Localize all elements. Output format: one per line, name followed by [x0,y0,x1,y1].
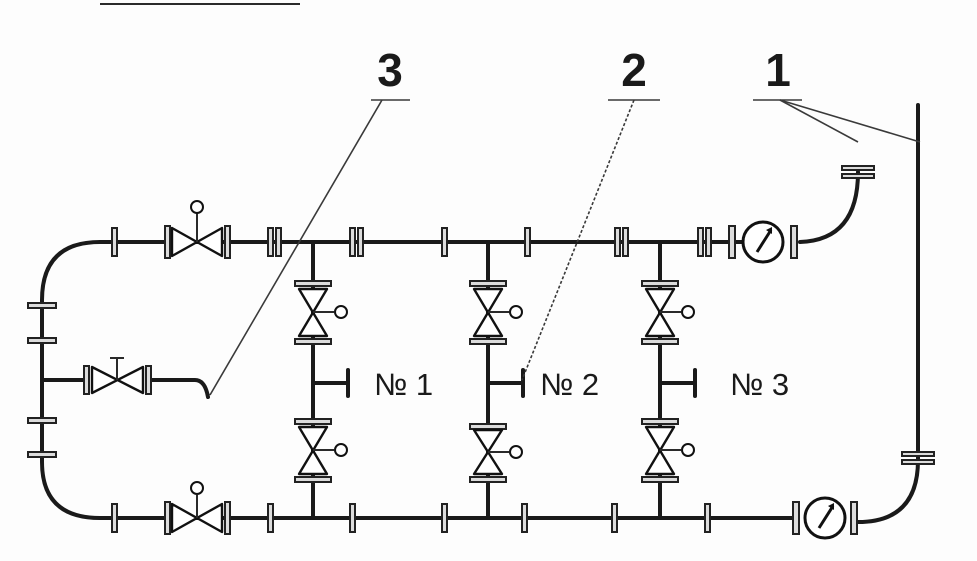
gauge-needle [817,505,835,529]
flange-top-10 [697,227,704,257]
header-valve-top [164,200,231,259]
flange-bottom-7 [704,503,711,533]
flange-bottom-4 [441,503,448,533]
handwheel-icon [681,305,695,319]
flange-outlet-right-1 [901,451,935,457]
leader-line [779,99,921,143]
flange-bottom-2 [267,503,274,533]
callout-1: 1 [753,44,921,143]
handwheel-icon [509,445,523,459]
flange-top-11 [705,227,712,257]
branch-3-label: № 3 [730,367,789,402]
flange-top-3 [275,227,282,257]
gauge-needle [755,229,773,253]
flange-top-7 [524,227,531,257]
flange-left-4 [27,451,57,458]
callout-label: 3 [377,44,403,96]
flange-top-2 [267,227,274,257]
handwheel-icon [190,481,204,495]
flange-bottom-3 [349,503,356,533]
handwheel-icon [509,305,523,319]
flanges [27,165,935,533]
leader-line [779,99,859,143]
callout-label: 1 [765,44,791,96]
handwheel-icon [190,200,204,214]
flange-left-2 [27,337,57,344]
handwheel-icon [334,443,348,457]
pipe-loop [40,103,920,524]
callout-3: 3 [209,44,410,396]
flange-top-5 [357,227,364,257]
gauge-top [728,220,798,264]
branch-2-line [469,240,525,520]
branch-1-label: № 1 [374,367,433,402]
bypass-valve [83,357,152,395]
bypass-outlet-pipe [148,378,210,399]
leader-line [209,99,383,396]
flange-bottom-1 [111,503,118,533]
branch-3-line [641,240,697,520]
top-outlet-pipe [798,170,860,244]
flange-bottom-5 [521,503,528,533]
callout-2: 2 [521,44,660,381]
flange-top-1 [111,227,118,257]
flange-top-4 [349,227,356,257]
flange-top-8 [614,227,621,257]
flange-bottom-6 [611,503,618,533]
flange-outlet-top-1 [841,165,875,171]
flange-top-9 [622,227,629,257]
handwheel-icon [334,305,348,319]
flange-outlet-top-2 [841,173,875,179]
leader-line [521,99,635,381]
flange-left-1 [27,302,57,309]
branch-1-line [294,240,350,520]
handwheel-icon [681,443,695,457]
flange-top-6 [441,227,448,257]
callout-label: 2 [621,44,647,96]
flange-left-3 [27,417,57,424]
flange-outlet-right-2 [901,459,935,465]
branch-2-label: № 2 [540,367,599,402]
header-valve-bottom [164,481,231,535]
gauge-bottom [792,496,858,540]
